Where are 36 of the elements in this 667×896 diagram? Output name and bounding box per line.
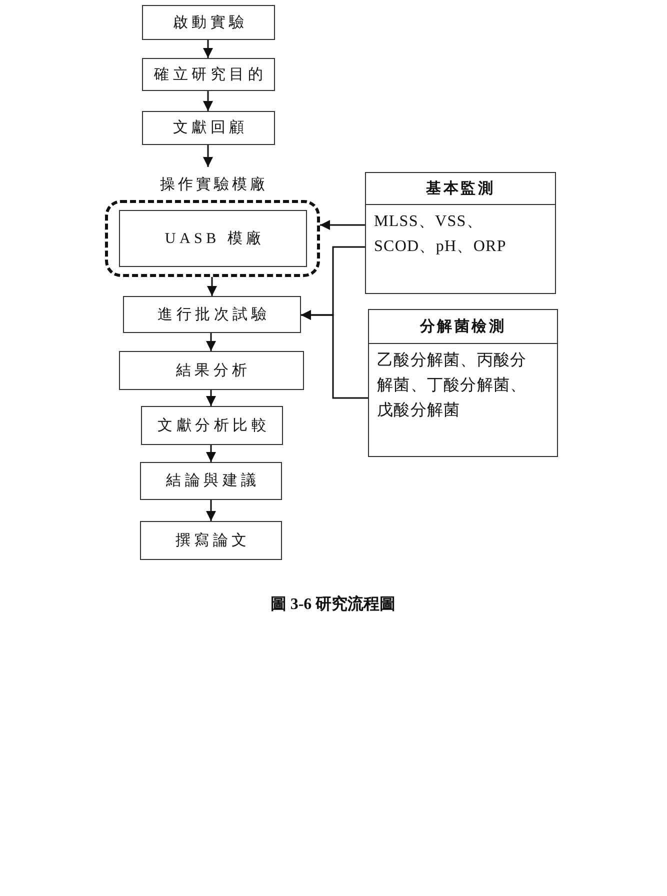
arrow (203, 145, 213, 167)
box-label: 啟動實驗 (172, 14, 248, 32)
process-box (119, 351, 304, 390)
arrow (206, 390, 216, 406)
panel-heading: 基本監測 (366, 173, 555, 205)
panel-heading: 分解菌檢測 (369, 310, 557, 344)
panel-text: 乙酸分解菌、丙酸分解菌、丁酸分解菌、戊酸分解菌 (376, 350, 528, 421)
arrow (207, 277, 217, 296)
figure-caption: 圖 3-6 研究流程圖 (269, 594, 397, 615)
arrow (206, 333, 216, 351)
process-box (140, 521, 282, 560)
box-label: UASB 模廠 (164, 230, 265, 248)
process-box (142, 111, 275, 145)
arrow (320, 220, 365, 230)
arrow (203, 40, 213, 58)
process-box (140, 462, 282, 500)
arrow (206, 500, 216, 521)
arrow (206, 445, 216, 462)
arrow (203, 91, 213, 111)
box-label: 結論與建議 (166, 472, 260, 490)
info-panel (365, 172, 556, 294)
process-box (119, 210, 307, 267)
box-label: 進行批次試驗 (158, 306, 270, 324)
box-label: 確立研究目的 (154, 66, 267, 84)
panel-text: MLSS、VSS、SCOD、pH、ORP (373, 212, 508, 257)
info-panel (368, 309, 558, 457)
process-box (141, 406, 283, 445)
process-box (142, 5, 275, 40)
process-box (123, 296, 301, 333)
arrow (301, 310, 368, 399)
process-box (142, 58, 275, 91)
box-label: 文獻回顧 (172, 119, 248, 137)
group-heading: 操作實驗模廠 (160, 176, 268, 195)
box-label: 文獻分析比較 (158, 416, 270, 434)
box-label: 撰寫論文 (175, 532, 250, 550)
box-label: 結果分析 (176, 362, 251, 380)
